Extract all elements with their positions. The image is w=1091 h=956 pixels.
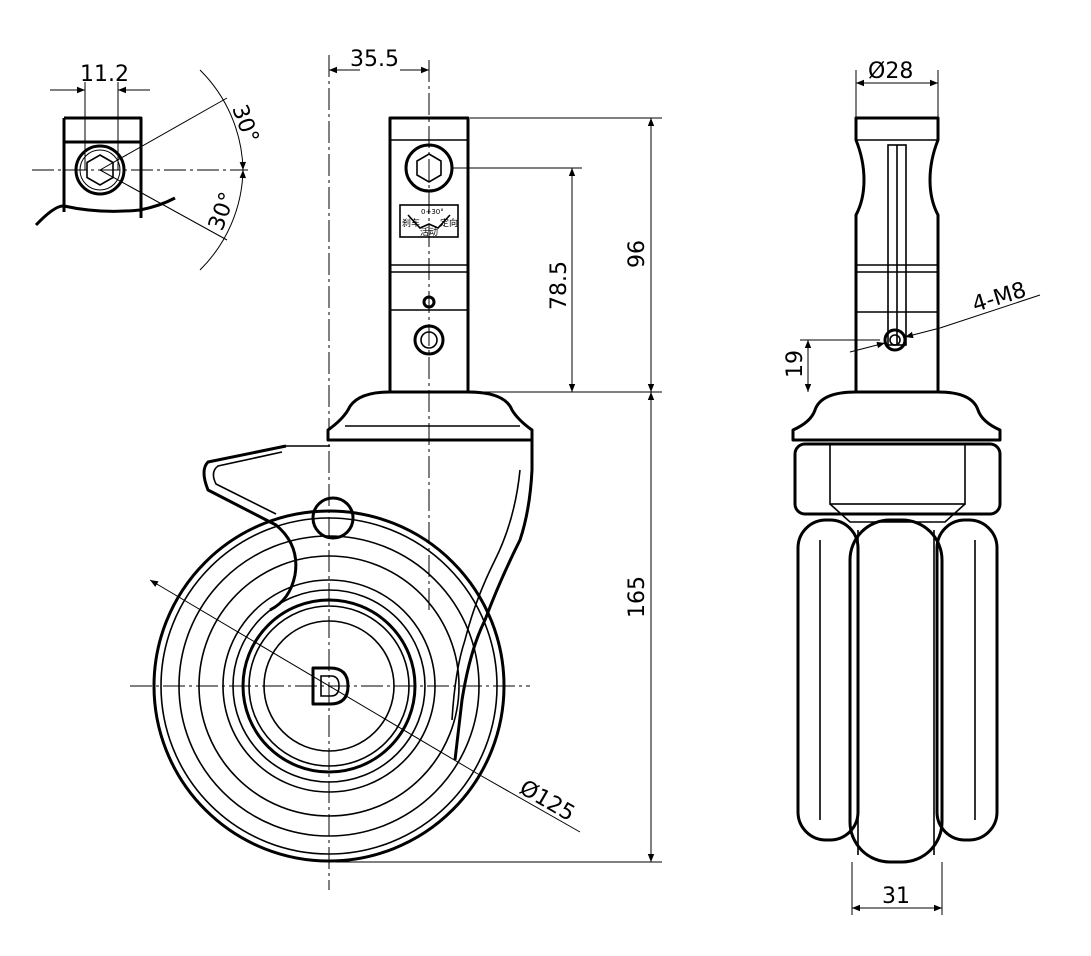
dim-thread-spec: 4-M8 — [969, 278, 1029, 318]
label-angle: 0+30° — [421, 208, 444, 216]
dim-angle-lower: 30° — [204, 189, 241, 234]
dim-wheel-width: 31 — [882, 884, 910, 909]
front-view: 0+30° 刹车 活动 定向 — [130, 47, 662, 890]
dim-hex-width: 11.2 — [80, 62, 129, 87]
stem-mode-label: 0+30° 刹车 活动 定向 — [399, 204, 459, 238]
dim-angle-upper: 30° — [226, 102, 263, 147]
dim-stem-height: 96 — [625, 240, 650, 268]
dim-hole-to-mount: 78.5 — [547, 261, 572, 310]
dim-stem-diameter: Ø28 — [868, 59, 913, 84]
dim-offset: 35.5 — [350, 47, 399, 72]
dim-caster-height: 165 — [625, 576, 650, 618]
label-brake: 刹车 — [402, 217, 420, 229]
dim-wheel-diameter: Ø125 — [515, 776, 579, 827]
detail-view-hex-socket: 11.2 30° 30° — [32, 62, 263, 271]
side-view: Ø28 4-M8 19 31 — [783, 59, 1041, 915]
dim-hole-height: 19 — [783, 350, 808, 378]
